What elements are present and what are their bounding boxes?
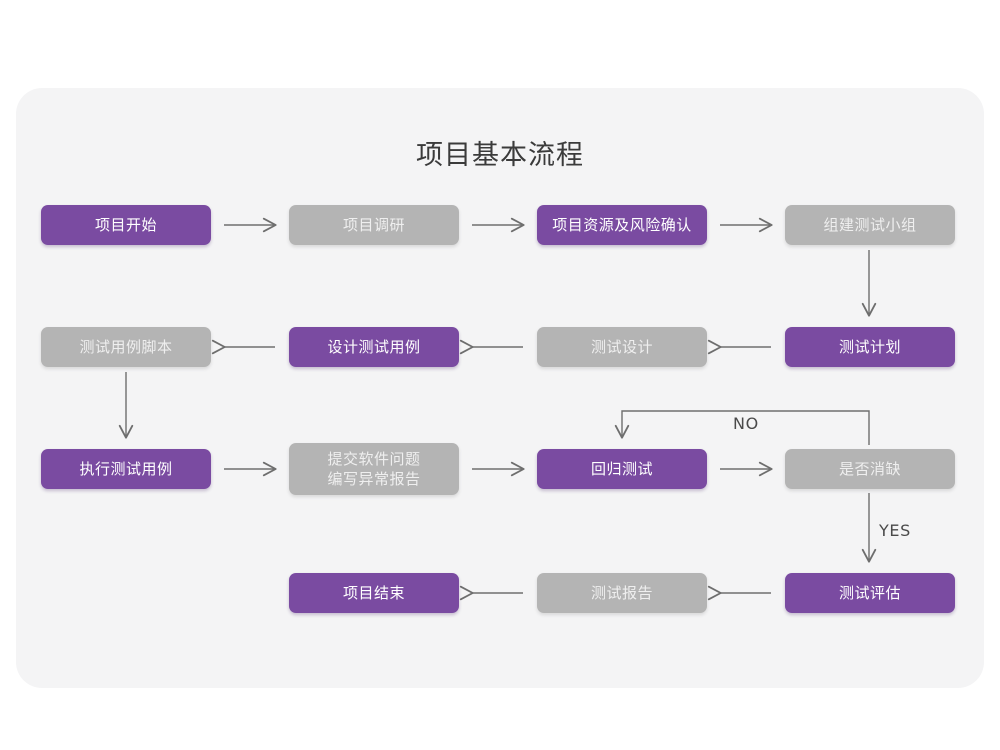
- edge-label-no: NO: [733, 414, 759, 433]
- node-test-evaluation[interactable]: 测试评估: [785, 573, 955, 613]
- node-resource-risk-confirm[interactable]: 项目资源及风险确认: [537, 205, 707, 245]
- node-test-design[interactable]: 测试设计: [537, 327, 707, 367]
- node-project-end[interactable]: 项目结束: [289, 573, 459, 613]
- node-label: 执行测试用例: [79, 460, 173, 478]
- node-label: 测试报告: [590, 584, 653, 602]
- node-label: 是否消缺: [838, 460, 901, 478]
- node-label: 测试计划: [838, 338, 901, 356]
- node-label: 回归测试: [590, 460, 653, 478]
- node-test-report[interactable]: 测试报告: [537, 573, 707, 613]
- node-label: 测试评估: [838, 584, 901, 602]
- node-project-start[interactable]: 项目开始: [41, 205, 211, 245]
- flowchart-card: 项目基本流程: [16, 88, 984, 688]
- node-label: 项目调研: [342, 216, 405, 234]
- node-design-testcase[interactable]: 设计测试用例: [289, 327, 459, 367]
- node-label: 提交软件问题 编写异常报告: [327, 450, 421, 488]
- node-label: 测试设计: [590, 338, 653, 356]
- node-submit-bug-report[interactable]: 提交软件问题 编写异常报告: [289, 443, 459, 495]
- node-label: 项目资源及风险确认: [552, 216, 692, 234]
- node-execute-testcase[interactable]: 执行测试用例: [41, 449, 211, 489]
- node-build-test-team[interactable]: 组建测试小组: [785, 205, 955, 245]
- node-label: 测试用例脚本: [79, 338, 173, 356]
- page-title: 项目基本流程: [416, 140, 584, 171]
- node-test-plan[interactable]: 测试计划: [785, 327, 955, 367]
- node-project-research[interactable]: 项目调研: [289, 205, 459, 245]
- node-label: 组建测试小组: [823, 216, 917, 234]
- node-label: 项目开始: [94, 216, 157, 234]
- node-label: 设计测试用例: [327, 338, 421, 356]
- node-testcase-script[interactable]: 测试用例脚本: [41, 327, 211, 367]
- node-regression-test[interactable]: 回归测试: [537, 449, 707, 489]
- node-defect-cleared[interactable]: 是否消缺: [785, 449, 955, 489]
- edge-label-yes: YES: [879, 521, 911, 540]
- node-label: 项目结束: [342, 584, 405, 602]
